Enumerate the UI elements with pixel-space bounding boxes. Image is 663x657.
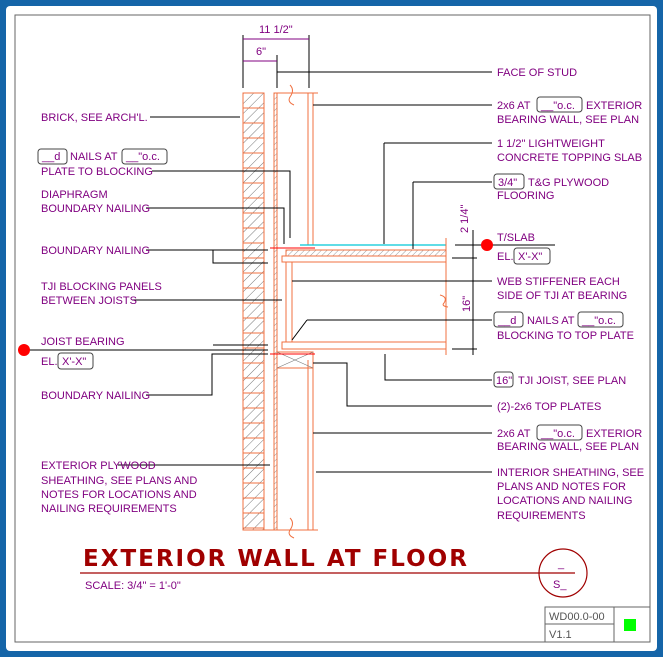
detail-bubble — [538, 548, 588, 598]
svg-text:EXTERIOR: EXTERIOR — [586, 428, 642, 440]
drawing-id: WD00.0-00 — [549, 611, 605, 623]
dim-joist-depth: 16" — [461, 296, 473, 312]
label-boundary-nailing: BOUNDARY NAILING — [41, 245, 150, 257]
svg-text:__"o.c.: __"o.c. — [540, 428, 575, 440]
label-nails-size: __d — [41, 151, 60, 163]
joist-break — [439, 294, 449, 308]
sheet-border — [14, 14, 651, 643]
label-diaphragm-nailing: BOUNDARY NAILING — [41, 203, 150, 215]
svg-text:NAILS AT: NAILS AT — [527, 315, 575, 327]
svg-text:BEARING WALL, SEE PLAN: BEARING WALL, SEE PLAN — [497, 114, 639, 126]
svg-text:BEARING WALL, SEE PLAN: BEARING WALL, SEE PLAN — [497, 441, 639, 453]
sheet-number: S_ — [553, 579, 567, 591]
detail-number: _ — [557, 558, 565, 570]
dim-partial: 6" — [256, 46, 266, 58]
svg-text:REQUIREMENTS: REQUIREMENTS — [497, 510, 586, 522]
svg-text:PLANS AND NOTES FOR: PLANS AND NOTES FOR — [497, 481, 626, 493]
label-el-value: X'-X" — [62, 356, 86, 368]
label-tji-blocking: TJI BLOCKING PANELS — [41, 281, 162, 293]
label-boundary-nailing-2: BOUNDARY NAILING — [41, 390, 150, 402]
dim-overall: 11 1/2" — [259, 24, 293, 36]
drawing-sheet — [6, 6, 657, 651]
label-top-plates: (2)-2x6 TOP PLATES — [497, 401, 601, 413]
label-brick: BRICK, SEE ARCH'L. — [41, 112, 148, 124]
title-block: EXTERIOR WALL AT FLOOR SCALE: 3/4" = 1'-… — [80, 546, 651, 643]
drawing-scale: SCALE: 3/4" = 1'-0" — [85, 580, 181, 592]
svg-text:__"o.c.: __"o.c. — [581, 315, 616, 327]
label-face-of-stud: FACE OF STUD — [497, 67, 577, 79]
svg-text:16": 16" — [496, 375, 512, 387]
svg-text:LOCATIONS AND NAILING: LOCATIONS AND NAILING — [497, 495, 633, 507]
elevation-marker-icon — [481, 239, 493, 251]
left-callouts: BRICK, SEE ARCH'L. __d NAILS AT __"o.c. … — [37, 112, 197, 515]
label-plate-to-blocking: PLATE TO BLOCKING — [41, 166, 153, 178]
label-nails-oc: __"o.c. — [125, 151, 160, 163]
svg-text:2x6 AT: 2x6 AT — [497, 428, 531, 440]
elevation-marker-icon — [18, 344, 30, 356]
plywood-flooring — [285, 249, 447, 257]
break-line-bottom — [288, 517, 295, 539]
drawing-version: V1.1 — [549, 629, 572, 641]
joist-top-flange — [281, 255, 447, 263]
break-line-top — [288, 84, 295, 106]
svg-text:X'-X": X'-X" — [518, 251, 542, 263]
dimension-lines: 11 1/2" 6" 2 1/4" 16" — [18, 24, 555, 356]
label-interior-sheathing: INTERIOR SHEATHING, SEE — [497, 467, 644, 479]
label-plywood: T&G PLYWOOD — [528, 177, 609, 189]
drawing-title: EXTERIOR WALL AT FLOOR — [83, 546, 469, 572]
top-plates — [276, 351, 314, 369]
dim-topping: 2 1/4" — [459, 205, 471, 233]
svg-text:2x6 AT: 2x6 AT — [497, 100, 531, 112]
svg-text:CONCRETE TOPPING SLAB: CONCRETE TOPPING SLAB — [497, 152, 642, 164]
status-indicator — [624, 619, 636, 631]
label-topping: 1 1/2" LIGHTWEIGHT — [497, 138, 605, 150]
svg-text:SIDE OF TJI AT BEARING: SIDE OF TJI AT BEARING — [497, 290, 627, 302]
brick-veneer — [242, 92, 265, 531]
label-el: EL. — [41, 356, 58, 368]
svg-text:__"o.c.: __"o.c. — [540, 100, 575, 112]
brick-courses — [243, 107, 264, 529]
label-tji-joist: TJI JOIST, SEE PLAN — [518, 375, 626, 387]
right-callouts: FACE OF STUD 2x6 AT __"o.c. EXTERIOR BEA… — [493, 67, 644, 522]
svg-text:NAILING REQUIREMENTS: NAILING REQUIREMENTS — [41, 503, 177, 515]
wall-section — [242, 84, 449, 539]
leader-lines — [30, 71, 492, 473]
svg-text:__d: __d — [497, 315, 516, 327]
label-ext-plywood: EXTERIOR PLYWOOD — [41, 460, 156, 472]
label-web-stiffener: WEB STIFFENER EACH — [497, 276, 620, 288]
label-diaphragm: DIAPHRAGM — [41, 189, 108, 201]
svg-text:EXTERIOR: EXTERIOR — [586, 100, 642, 112]
svg-text:FLOORING: FLOORING — [497, 190, 554, 202]
svg-text:3/4": 3/4" — [498, 177, 517, 189]
label-t-slab: T/SLAB — [497, 232, 535, 244]
label-between-joists: BETWEEN JOISTS — [41, 295, 137, 307]
label-nails-at: NAILS AT — [70, 151, 118, 163]
joist-bottom-flange — [281, 341, 447, 350]
svg-text:EL.: EL. — [497, 251, 514, 263]
svg-text:NOTES FOR LOCATIONS AND: NOTES FOR LOCATIONS AND — [41, 489, 197, 501]
svg-text:BLOCKING TO TOP PLATE: BLOCKING TO TOP PLATE — [497, 330, 634, 342]
svg-text:SHEATHING, SEE PLANS AND: SHEATHING, SEE PLANS AND — [41, 475, 197, 487]
label-joist-bearing: JOIST BEARING — [41, 336, 125, 348]
